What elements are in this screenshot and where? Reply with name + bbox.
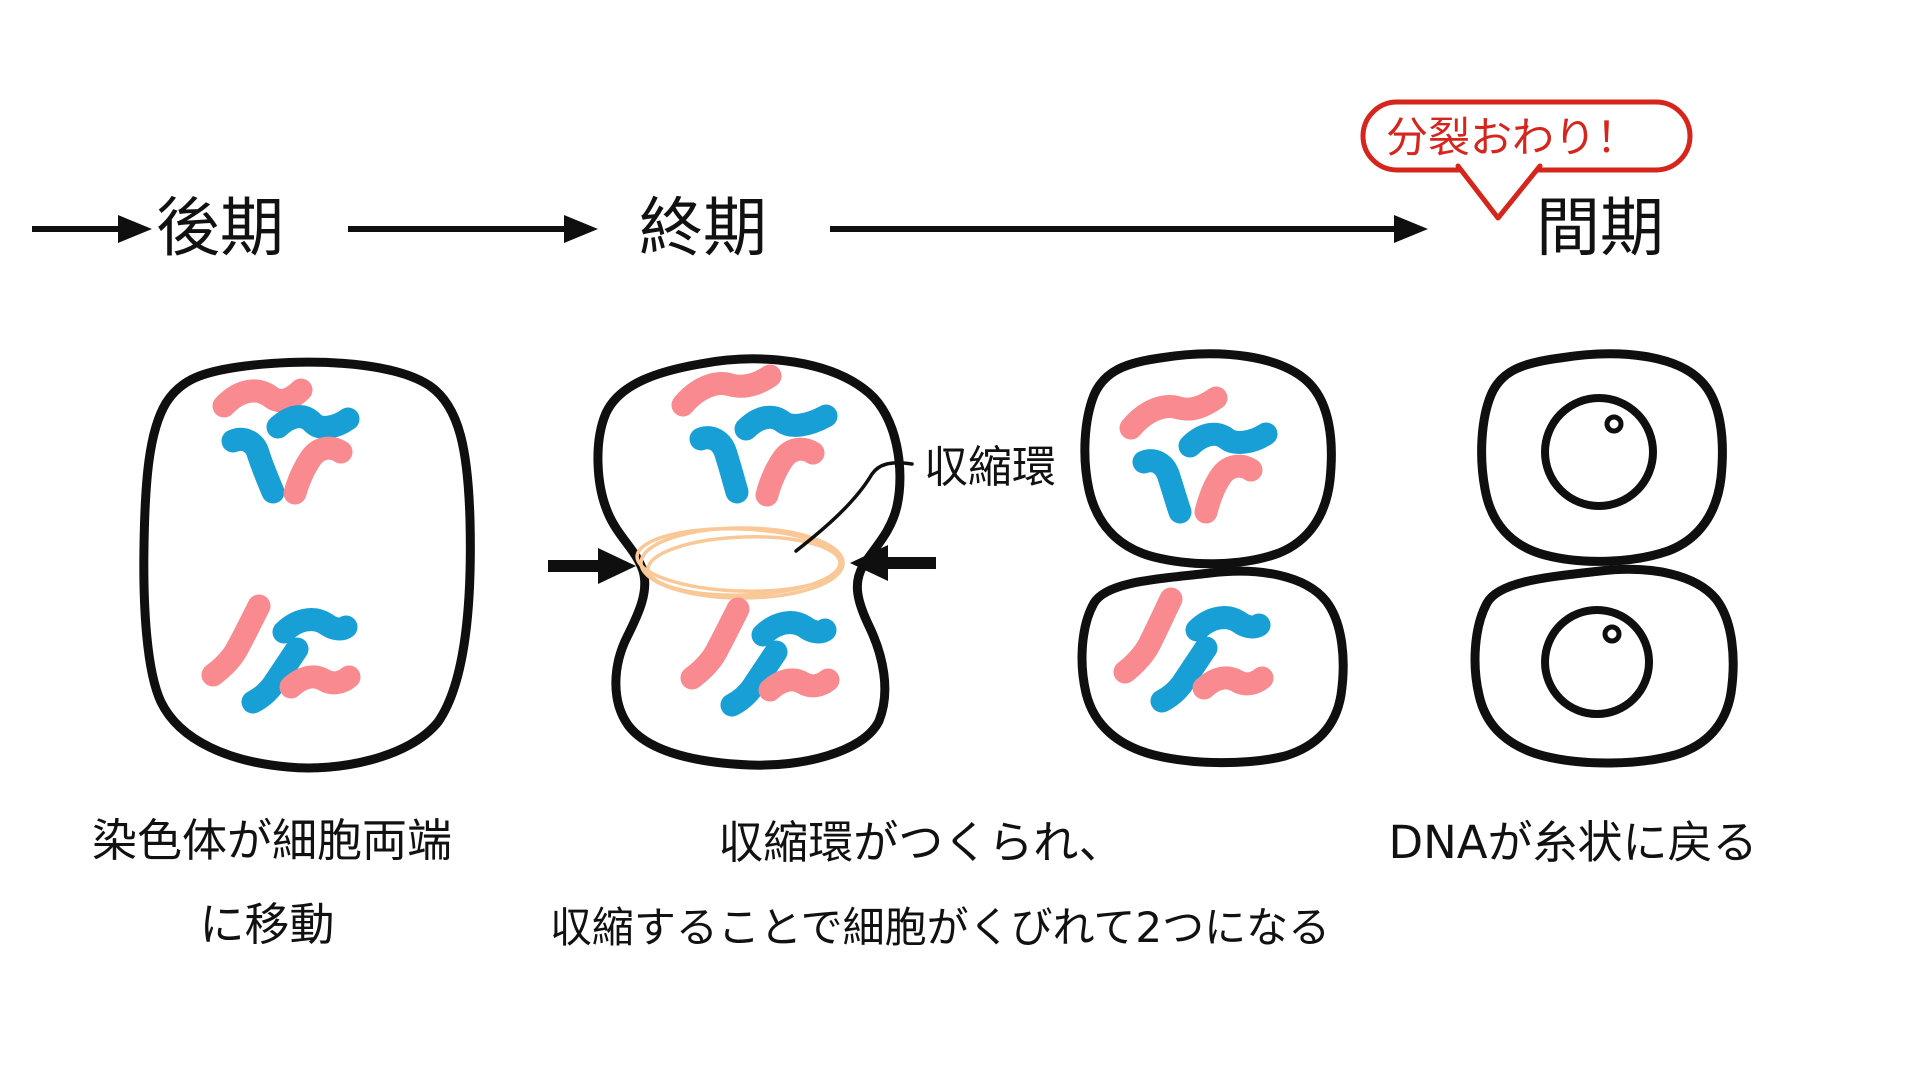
nucleus — [1541, 606, 1653, 718]
chromosome — [1113, 587, 1183, 684]
stage-label-telophase: 終期 — [639, 192, 767, 266]
chromosome-cluster-top — [212, 378, 360, 505]
chromosome — [1178, 422, 1278, 458]
flow-arrow-3 — [830, 215, 1428, 243]
stage-label-interphase: 間期 — [1536, 192, 1664, 266]
nucleolus — [1602, 624, 1622, 644]
chromosome — [266, 405, 360, 439]
divided-cells — [1077, 349, 1348, 768]
telophase-cell: 収縮環 — [548, 354, 1056, 770]
chromosome — [279, 665, 361, 699]
stage-label-anaphase: 後期 — [156, 192, 284, 266]
contractile-ring — [635, 526, 845, 600]
contractile-ring-label: 収縮環 — [924, 442, 1056, 493]
chromosome — [272, 608, 358, 644]
chromosome-cluster-bottom — [680, 597, 840, 717]
arrowhead-icon — [850, 545, 888, 581]
speech-bubble-text: 分裂おわり！ — [1386, 113, 1638, 162]
chromosome — [680, 597, 750, 690]
chromosome-cluster-bottom — [1113, 587, 1274, 713]
nucleus — [1541, 394, 1657, 510]
chromosome — [720, 640, 788, 717]
chromosome — [671, 364, 782, 417]
chromosome-cluster-top — [1119, 386, 1278, 524]
chromosome — [1185, 606, 1271, 642]
ring-pointer-line — [794, 461, 914, 553]
chromosome — [755, 437, 825, 507]
daughter-cell-bottom — [1077, 566, 1348, 768]
chromosome — [283, 436, 353, 505]
interphase-cells — [1470, 349, 1738, 768]
arrowhead-icon — [1394, 215, 1428, 243]
flow-row: 後期 終期 間期 — [32, 192, 1664, 266]
chromosome — [758, 668, 840, 702]
chromosome-cluster-top — [671, 364, 838, 507]
chromosome — [734, 404, 838, 441]
caption-anaphase-line2: に移動 — [199, 898, 334, 951]
chromosome — [689, 426, 749, 504]
arrowhead-icon — [598, 548, 636, 584]
caption-interphase-line1: DNAが糸状に戻る — [1388, 816, 1757, 869]
captions: 染色体が細胞両端 に移動 収縮環がつくられ、 収縮することで細胞がくびれて2つに… — [92, 814, 1758, 952]
chromosome — [1192, 666, 1274, 700]
flow-arrow-1 — [32, 215, 152, 243]
arrowhead-icon — [118, 215, 152, 243]
chromosome — [1132, 449, 1192, 524]
speech-bubble-tail — [1455, 163, 1543, 221]
daughter-cell-top — [1080, 349, 1336, 569]
nucleolus — [1604, 414, 1624, 434]
chromosome — [212, 378, 313, 418]
pinch-arrow-right — [850, 545, 936, 581]
speech-bubble: 分裂おわり！ — [1360, 99, 1693, 221]
chromosome-cluster-bottom — [201, 594, 361, 714]
chromosome — [751, 611, 837, 647]
caption-telophase-line1: 収縮環がつくられ、 — [718, 816, 1123, 869]
chromosome — [1150, 636, 1218, 713]
cell-membrane-pinched — [593, 354, 905, 770]
anaphase-cell — [139, 357, 475, 773]
caption-anaphase-line1: 染色体が細胞両端 — [92, 814, 452, 867]
chromosome — [241, 637, 309, 714]
chromosome — [1194, 454, 1263, 524]
arrowhead-icon — [564, 215, 598, 243]
chromosome — [201, 594, 271, 687]
flow-arrow-2 — [348, 215, 598, 243]
chromosome — [1119, 386, 1228, 440]
chromosome — [221, 427, 285, 504]
caption-telophase-line2: 収縮することで細胞がくびれて2つになる — [550, 903, 1330, 952]
pinch-arrow-left — [548, 548, 636, 584]
